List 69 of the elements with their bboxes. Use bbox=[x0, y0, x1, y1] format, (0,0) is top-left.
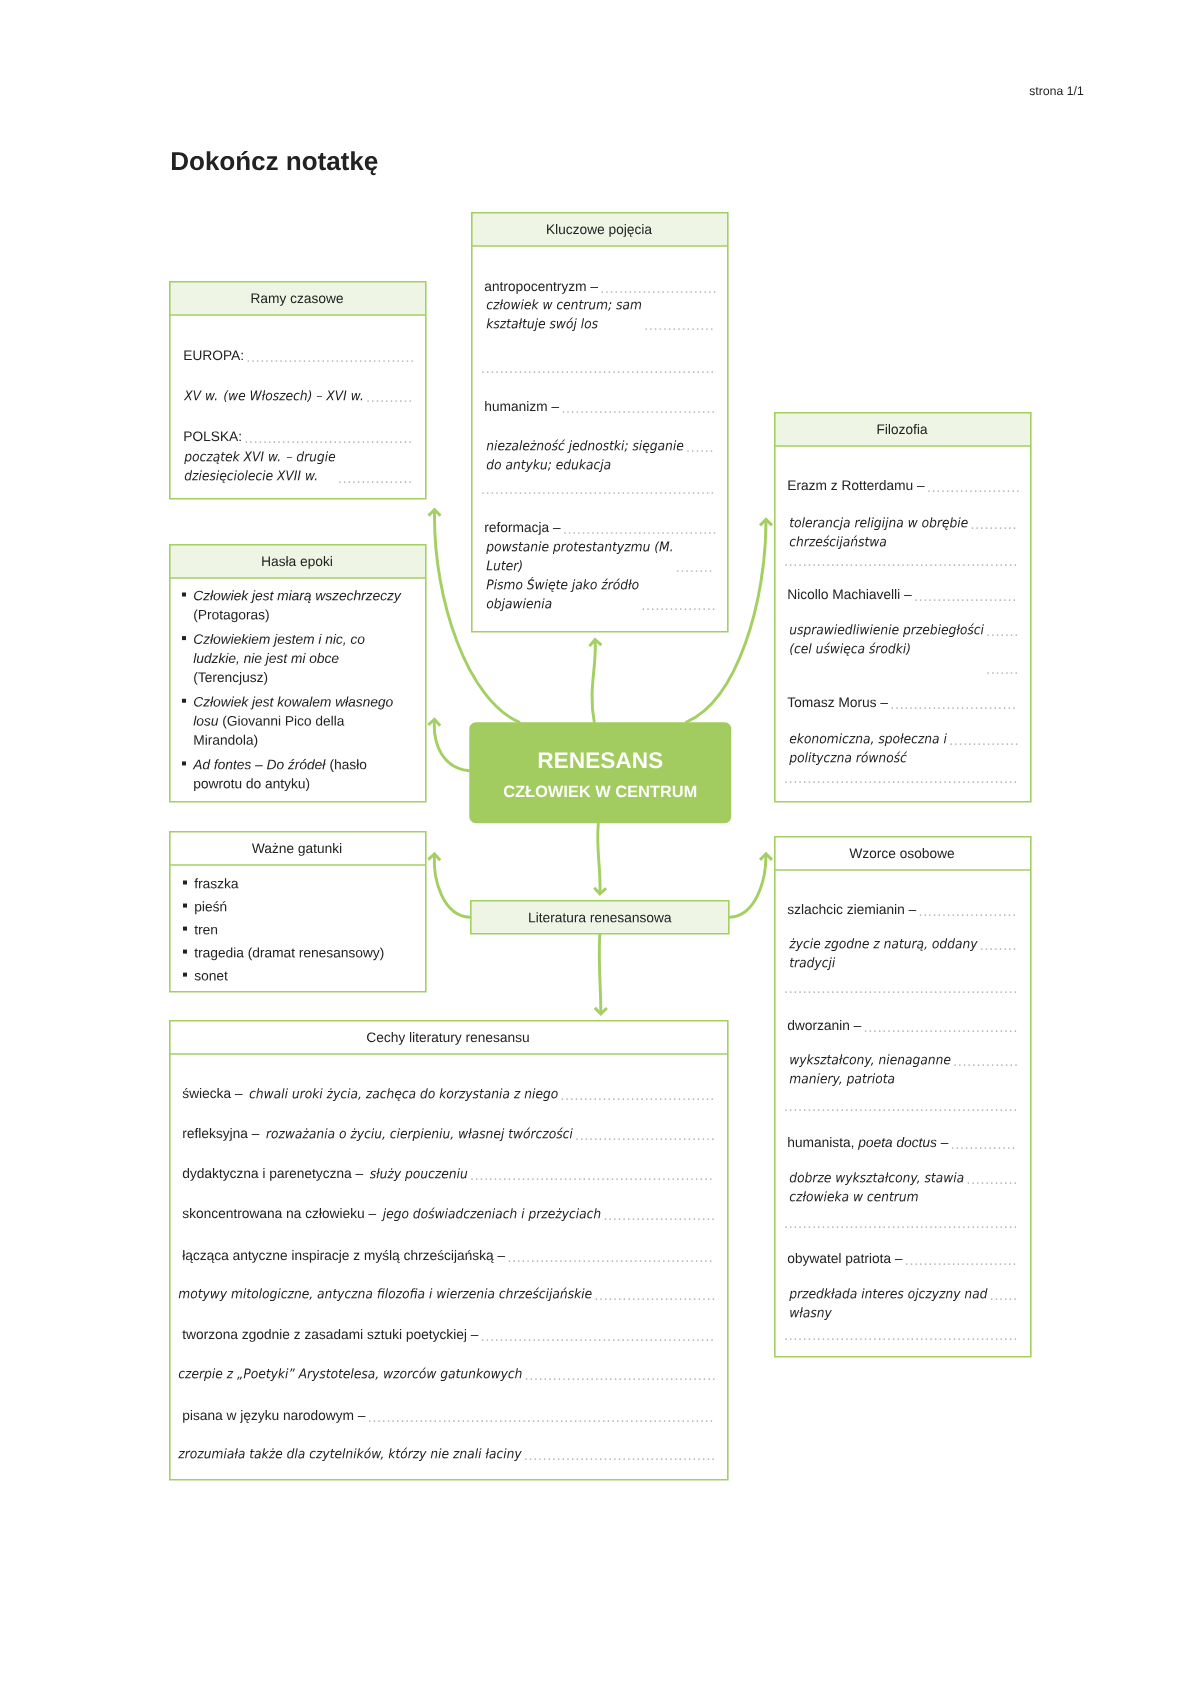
term-label: humanista, poeta doctus – bbox=[788, 1137, 949, 1150]
handwritten-answer: niezależność jednostki; sięganie do antyku; edukacja bbox=[486, 439, 684, 473]
term-label: refleksyjna – bbox=[183, 1128, 260, 1141]
central-subtitle: CZŁOWIEK W CENTRUM bbox=[503, 785, 697, 798]
panel-heading: Filozofia bbox=[773, 412, 1031, 447]
term-label: pisana w języku narodowym – bbox=[183, 1410, 366, 1423]
handwritten-answer: XV w. (we Włoszech) – XVI w. bbox=[183, 390, 363, 403]
handwritten-answer: służy pouczeniu bbox=[369, 1168, 468, 1182]
panel-heading: Ważne gatunki bbox=[168, 843, 426, 866]
handwritten-answer: zrozumiała także dla czytelników, którzy nie znali łaciny bbox=[178, 1447, 522, 1462]
panel-heading: Ramy czasowe bbox=[168, 281, 426, 316]
term-label: dydaktyczna i parenetyczna – bbox=[182, 1168, 364, 1181]
panel-heading: Cechy literatury renesansu bbox=[168, 1032, 728, 1055]
panel-heading: Kluczowe pojęcia bbox=[470, 212, 728, 247]
handwritten-answer: ekonomiczna, społeczna i polityczna równość bbox=[789, 733, 947, 766]
term-label: obywatel patriota – bbox=[787, 1253, 903, 1266]
central-box bbox=[469, 722, 732, 824]
central-title: RENESANS bbox=[538, 752, 663, 769]
arrow bbox=[593, 822, 608, 896]
term-label: dworzanin – bbox=[787, 1020, 862, 1031]
term-label: antropocentryzm – bbox=[484, 282, 598, 294]
list-item: tragedia (dramat renesansowy) bbox=[194, 947, 384, 961]
handwritten-answer: człowiek w centrum; sam kształtuje swój los bbox=[486, 299, 642, 332]
term-label: Tomasz Morus – bbox=[787, 697, 888, 708]
term-label: Nicollo Machiavelli – bbox=[788, 589, 912, 600]
term-label: skoncentrowana na człowieku – bbox=[182, 1208, 377, 1219]
term-label: świecka – bbox=[182, 1087, 243, 1099]
arrow bbox=[728, 851, 774, 919]
term-label: EUROPA: bbox=[184, 350, 243, 361]
handwritten-answer: czerpie z „Poetyki” Arystotelesa, wzorców gatunkowych bbox=[178, 1367, 522, 1382]
handwritten-answer: dobrze wykształcony, stawia człowieka w centrum bbox=[789, 1172, 964, 1202]
handwritten-answer: powstanie protestantyzmu (M. Luter) bbox=[486, 541, 672, 573]
page-title: Dokończ notatkę bbox=[172, 150, 378, 176]
list-item: Człowiekiem jestem i nic, co ludzkie, nie jest mi obce (Terencjusz) bbox=[193, 633, 365, 685]
term-label: tworzona zgodnie z zasadami sztuki poetyckiej – bbox=[182, 1329, 479, 1342]
arrow bbox=[593, 933, 608, 1016]
handwritten-answer: jego doświadczeniach i przeżyciach bbox=[381, 1207, 601, 1222]
arrow bbox=[685, 517, 774, 724]
handwritten-answer: przedkłada interes ojczyzny nad własny bbox=[789, 1288, 988, 1321]
list-item: pieśń bbox=[195, 901, 227, 915]
arrow bbox=[427, 851, 472, 919]
handwritten-answer: motywy mitologiczne, antyczna filozofia i wierzenia chrześcijańskie bbox=[178, 1287, 592, 1302]
handwritten-answer: chwali uroki życia, zachęca do korzystania z niego bbox=[249, 1088, 558, 1102]
arrow bbox=[427, 717, 471, 773]
topic-box: Literatura renesansowa bbox=[470, 900, 730, 935]
term-label: humanizm – bbox=[485, 401, 560, 412]
list-item: sonet bbox=[194, 971, 228, 981]
list-item: fraszka bbox=[194, 878, 239, 889]
handwritten-answer: początek XVI w. – drugie dziesięciolecie XVII w. bbox=[184, 451, 336, 483]
list-item: tren bbox=[194, 925, 218, 935]
list-item: Człowiek jest kowalem własnego losu (Giovanni Pico della Mirandola) bbox=[193, 696, 393, 748]
term-label: reformacja – bbox=[485, 522, 561, 535]
panel-heading: Wzorce osobowe bbox=[773, 848, 1031, 871]
arrow bbox=[427, 507, 521, 724]
handwritten-answer: rozważania o życiu, cierpieniu, własnej twórczości bbox=[266, 1127, 573, 1142]
list-item: Ad fontes – Do źródeł (hasło powrotu do antyku) bbox=[192, 759, 367, 792]
handwritten-answer: tolerancja religijna w obrębie chrześcijaństwa bbox=[789, 517, 968, 550]
handwritten-answer: Pismo Święte jako źródło objawienia bbox=[486, 576, 639, 612]
handwritten-answer: wykształcony, nienaganne maniery, patriota bbox=[789, 1054, 951, 1087]
list-item: Człowiek jest miarą wszechrzeczy (Protagoras) bbox=[194, 590, 402, 623]
panel-heading: Hasła epoki bbox=[168, 544, 426, 579]
term-label: POLSKA: bbox=[184, 431, 241, 442]
term-label: Erazm z Rotterdamu – bbox=[788, 480, 925, 491]
term-label: łącząca antyczne inspiracje z myślą chrześcijańską – bbox=[182, 1249, 506, 1263]
handwritten-answer: życie zgodne z naturą, oddany tradycji bbox=[789, 938, 978, 971]
page-number: strona 1/1 bbox=[1029, 86, 1084, 96]
handwritten-answer: usprawiedliwienie przebiegłości (cel uświęca środki) bbox=[790, 623, 984, 656]
arrow bbox=[588, 637, 603, 724]
term-label: szlachcic ziemianin – bbox=[787, 904, 917, 915]
